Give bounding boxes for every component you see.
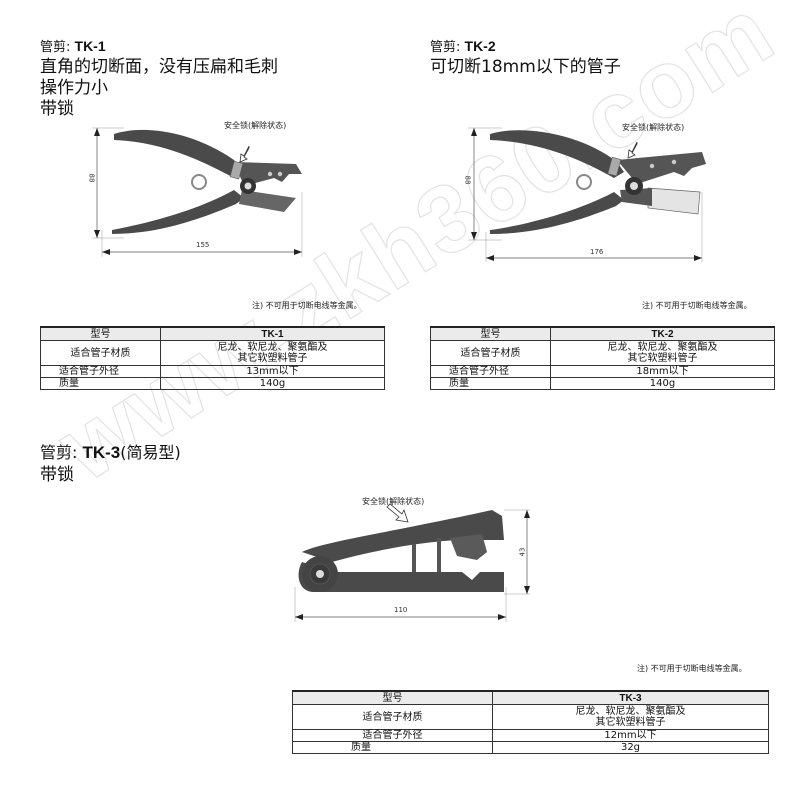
tk2-width-dim: 176 [590,248,604,256]
tk3-diagram: 安全锁(解除状态) 43 110 [282,492,542,630]
tk2-material-value: 尼龙、软尼龙、聚氨酯及 其它软塑料管子 [550,340,775,366]
tk3-table-header: 型号 TK-3 [292,690,769,705]
tk3-header-label: 型号 [292,690,493,705]
tk1-diameter-label: 适合管子外径 [40,365,161,378]
tk3-heading-suffix: (简易型) [120,443,181,462]
tk3-material-value: 尼龙、软尼龙、聚氨酯及 其它软塑料管子 [492,704,769,730]
tk2-header-value: TK-2 [550,326,775,341]
tk1-table-header: 型号 TK-1 [40,326,385,341]
tk1-material-line1: 尼龙、软尼龙、聚氨酯及 [217,342,328,353]
tk1-material-label: 适合管子材质 [40,340,161,366]
tk1-heading-model: TK-1 [74,38,106,54]
tk1-feature-1: 直角的切断面，没有压扁和毛刺 [40,57,278,77]
tk1-heading-prefix: 管剪: [40,40,75,55]
table-row: 适合管子材质 尼龙、软尼龙、聚氨酯及 其它软塑料管子 [430,340,775,366]
tk3-spec-table: 型号 TK-3 适合管子材质 尼龙、软尼龙、聚氨酯及 其它软塑料管子 适合管子外… [292,690,769,754]
tk1-material-value: 尼龙、软尼龙、聚氨酯及 其它软塑料管子 [160,340,385,366]
tk1-diagram: 安全锁(解除状态) 88 155 [84,112,324,262]
tk2-heading-model: TK-2 [464,38,496,54]
table-row: 适合管子外径 13mm以下 [40,365,385,378]
tk2-spec-table: 型号 TK-2 适合管子材质 尼龙、软尼龙、聚氨酯及 其它软塑料管子 适合管子外… [430,326,775,390]
tk1-heading: 管剪: TK-1 [40,38,106,56]
tk2-diameter-value: 18mm以下 [550,365,775,378]
tk2-header-label: 型号 [430,326,551,341]
tk3-feature-1: 带锁 [40,465,74,485]
tk1-header-value: TK-1 [160,326,385,341]
tk2-heading: 管剪: TK-2 [430,38,496,56]
tk2-diagram: 安全锁(解除状态) 88 176 [452,112,712,272]
tk3-heading-model: TK-3 [82,443,121,462]
tk2-material-line1: 尼龙、软尼龙、聚氨酯及 [607,342,718,353]
tk3-material-line1: 尼龙、软尼龙、聚氨酯及 [575,706,686,717]
tk1-spec-table: 型号 TK-1 适合管子材质 尼龙、软尼龙、聚氨酯及 其它软塑料管子 适合管子外… [40,326,385,390]
table-row: 适合管子材质 尼龙、软尼龙、聚氨酯及 其它软塑料管子 [292,704,769,730]
tk2-material-line2: 其它软塑料管子 [627,353,698,364]
tk2-mass-value: 140g [550,377,775,390]
tk1-header-label: 型号 [40,326,161,341]
tk3-header-value: TK-3 [492,690,769,705]
tk1-material-line2: 其它软塑料管子 [237,353,308,364]
tk1-width-dim: 155 [196,241,210,249]
tk3-heading-prefix: 管剪: [40,443,83,462]
table-row: 适合管子外径 18mm以下 [430,365,775,378]
tk1-height-dim: 88 [87,173,96,183]
tk1-mass-value: 140g [160,377,385,390]
tk3-mass-label: 质量 [292,741,493,754]
tk2-table-header: 型号 TK-2 [430,326,775,341]
tk3-heading: 管剪: TK-3(简易型) [40,443,181,463]
tk3-material-label: 适合管子材质 [292,704,493,730]
tk3-lock-label: 安全锁(解除状态) [362,497,425,506]
tk3-mass-value: 32g [492,741,769,754]
tk2-heading-prefix: 管剪: [430,40,465,55]
table-row: 质量 140g [430,377,775,390]
tk2-pliers-icon [468,127,706,262]
tk2-mass-label: 质量 [430,377,551,390]
tk1-feature-3: 带锁 [40,99,74,119]
tk2-lock-label: 安全锁(解除状态) [622,123,685,132]
tk3-diameter-value: 12mm以下 [492,729,769,742]
tk1-diameter-value: 13mm以下 [160,365,385,378]
tk1-pliers-icon [92,127,303,257]
tk3-height-dim: 43 [518,547,527,557]
tk1-mass-label: 质量 [40,377,161,390]
tk2-feature-1: 可切断18mm以下的管子 [430,57,621,77]
tk3-note: 注) 不可用于切断电线等金属。 [637,664,747,673]
tk1-lock-label: 安全锁(解除状态) [224,121,287,130]
tk1-note: 注) 不可用于切断电线等金属。 [252,301,362,310]
tk3-material-line2: 其它软塑料管子 [595,717,666,728]
tk3-diameter-label: 适合管子外径 [292,729,493,742]
table-row: 质量 32g [292,741,769,754]
tk2-material-label: 适合管子材质 [430,340,551,366]
tk1-feature-2: 操作力小 [40,78,108,98]
tk2-height-dim: 88 [463,175,472,185]
tk3-width-dim: 110 [394,606,408,614]
table-row: 质量 140g [40,377,385,390]
table-row: 适合管子材质 尼龙、软尼龙、聚氨酯及 其它软塑料管子 [40,340,385,366]
tk2-note: 注) 不可用于切断电线等金属。 [642,301,752,310]
tk2-diameter-label: 适合管子外径 [430,365,551,378]
tk3-stripper-icon [294,503,530,622]
table-row: 适合管子外径 12mm以下 [292,729,769,742]
